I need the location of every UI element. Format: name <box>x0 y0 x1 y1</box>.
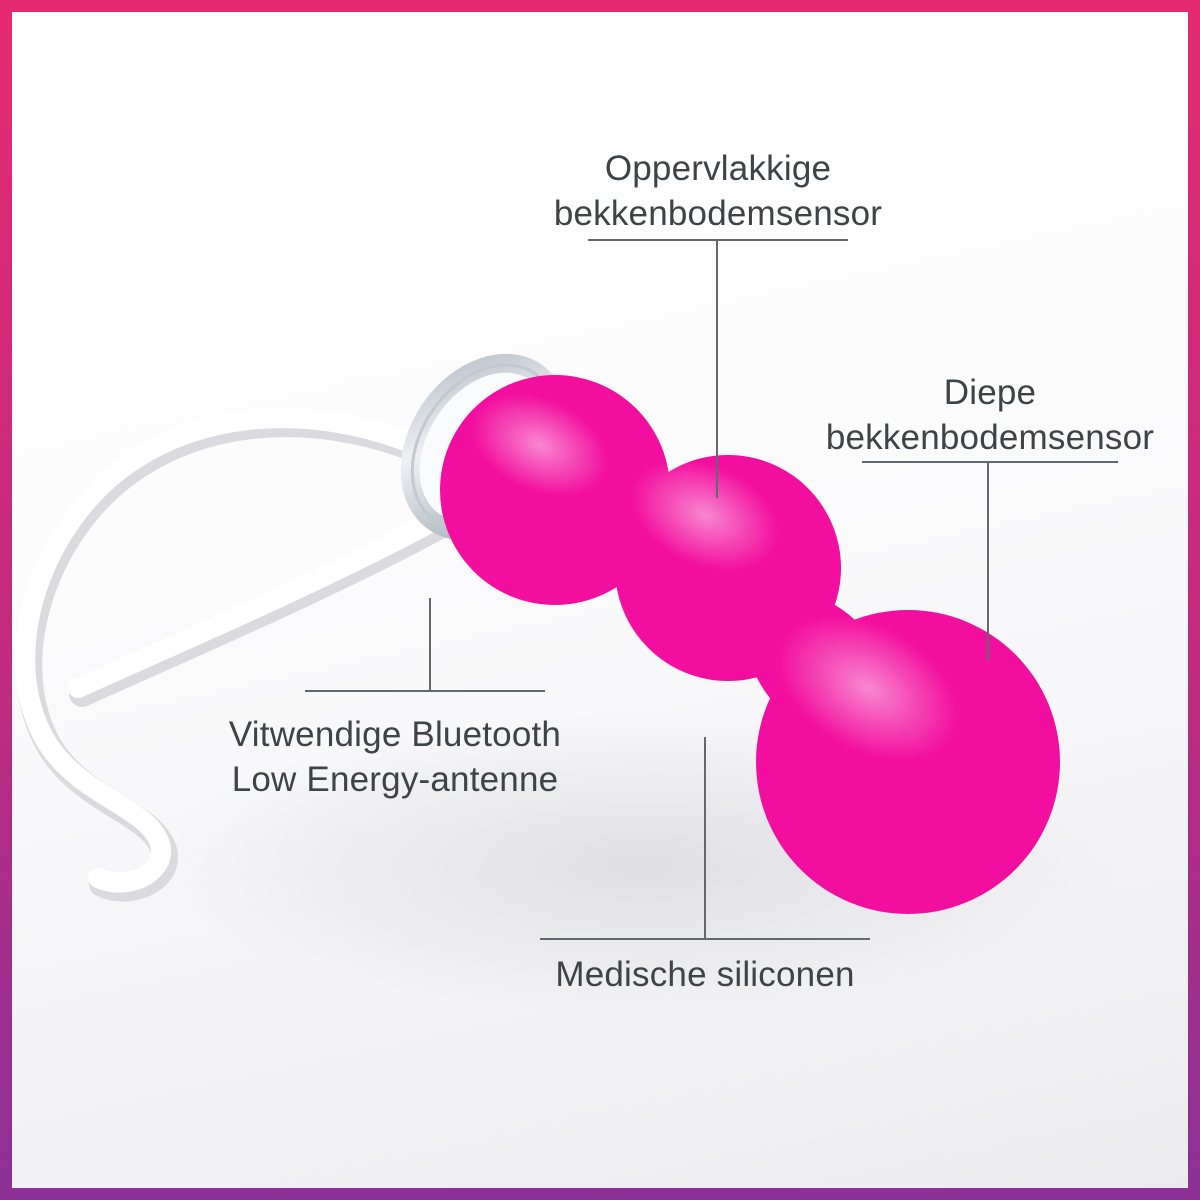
highlight-bulb-small <box>471 393 609 497</box>
label-antenna-line1: Vitwendige Bluetooth <box>228 715 562 754</box>
cord-strand-main <box>15 408 462 893</box>
label-deep-sensor-line2: bekkenbodemsensor <box>825 418 1155 457</box>
silicone-body <box>440 375 1060 914</box>
label-silicone: Medische siliconen <box>485 952 925 997</box>
callout-line-deep-sensor-vertical <box>987 462 989 660</box>
cord <box>15 408 469 902</box>
callout-line-surface-sensor-horizontal <box>588 239 848 241</box>
label-antenna-line2: Low Energy-antenne <box>231 760 559 799</box>
label-deep-sensor-line1: Diepe <box>943 373 1037 412</box>
callout-line-antenna-horizontal <box>305 690 545 692</box>
highlight-bulb-middle <box>630 459 780 571</box>
cord-strand-return <box>68 505 455 698</box>
callout-line-silicone-horizontal <box>540 938 870 940</box>
callout-line-deep-sensor-horizontal <box>862 461 1118 463</box>
label-antenna: Vitwendige Bluetooth Low Energy-antenne <box>175 712 615 802</box>
callout-line-silicone-vertical <box>704 737 706 939</box>
label-deep-sensor: Diepe bekkenbodemsensor <box>770 370 1200 460</box>
callout-line-surface-sensor-vertical <box>716 240 718 498</box>
label-surface-sensor-line2: bekkenbodemsensor <box>553 194 883 233</box>
highlight-bulb-large <box>777 615 959 761</box>
label-surface-sensor: Oppervlakkige bekkenbodemsensor <box>498 146 938 236</box>
label-surface-sensor-line1: Oppervlakkige <box>604 149 832 188</box>
callout-line-antenna-vertical <box>429 598 431 692</box>
label-silicone-line1: Medische siliconen <box>555 955 855 994</box>
